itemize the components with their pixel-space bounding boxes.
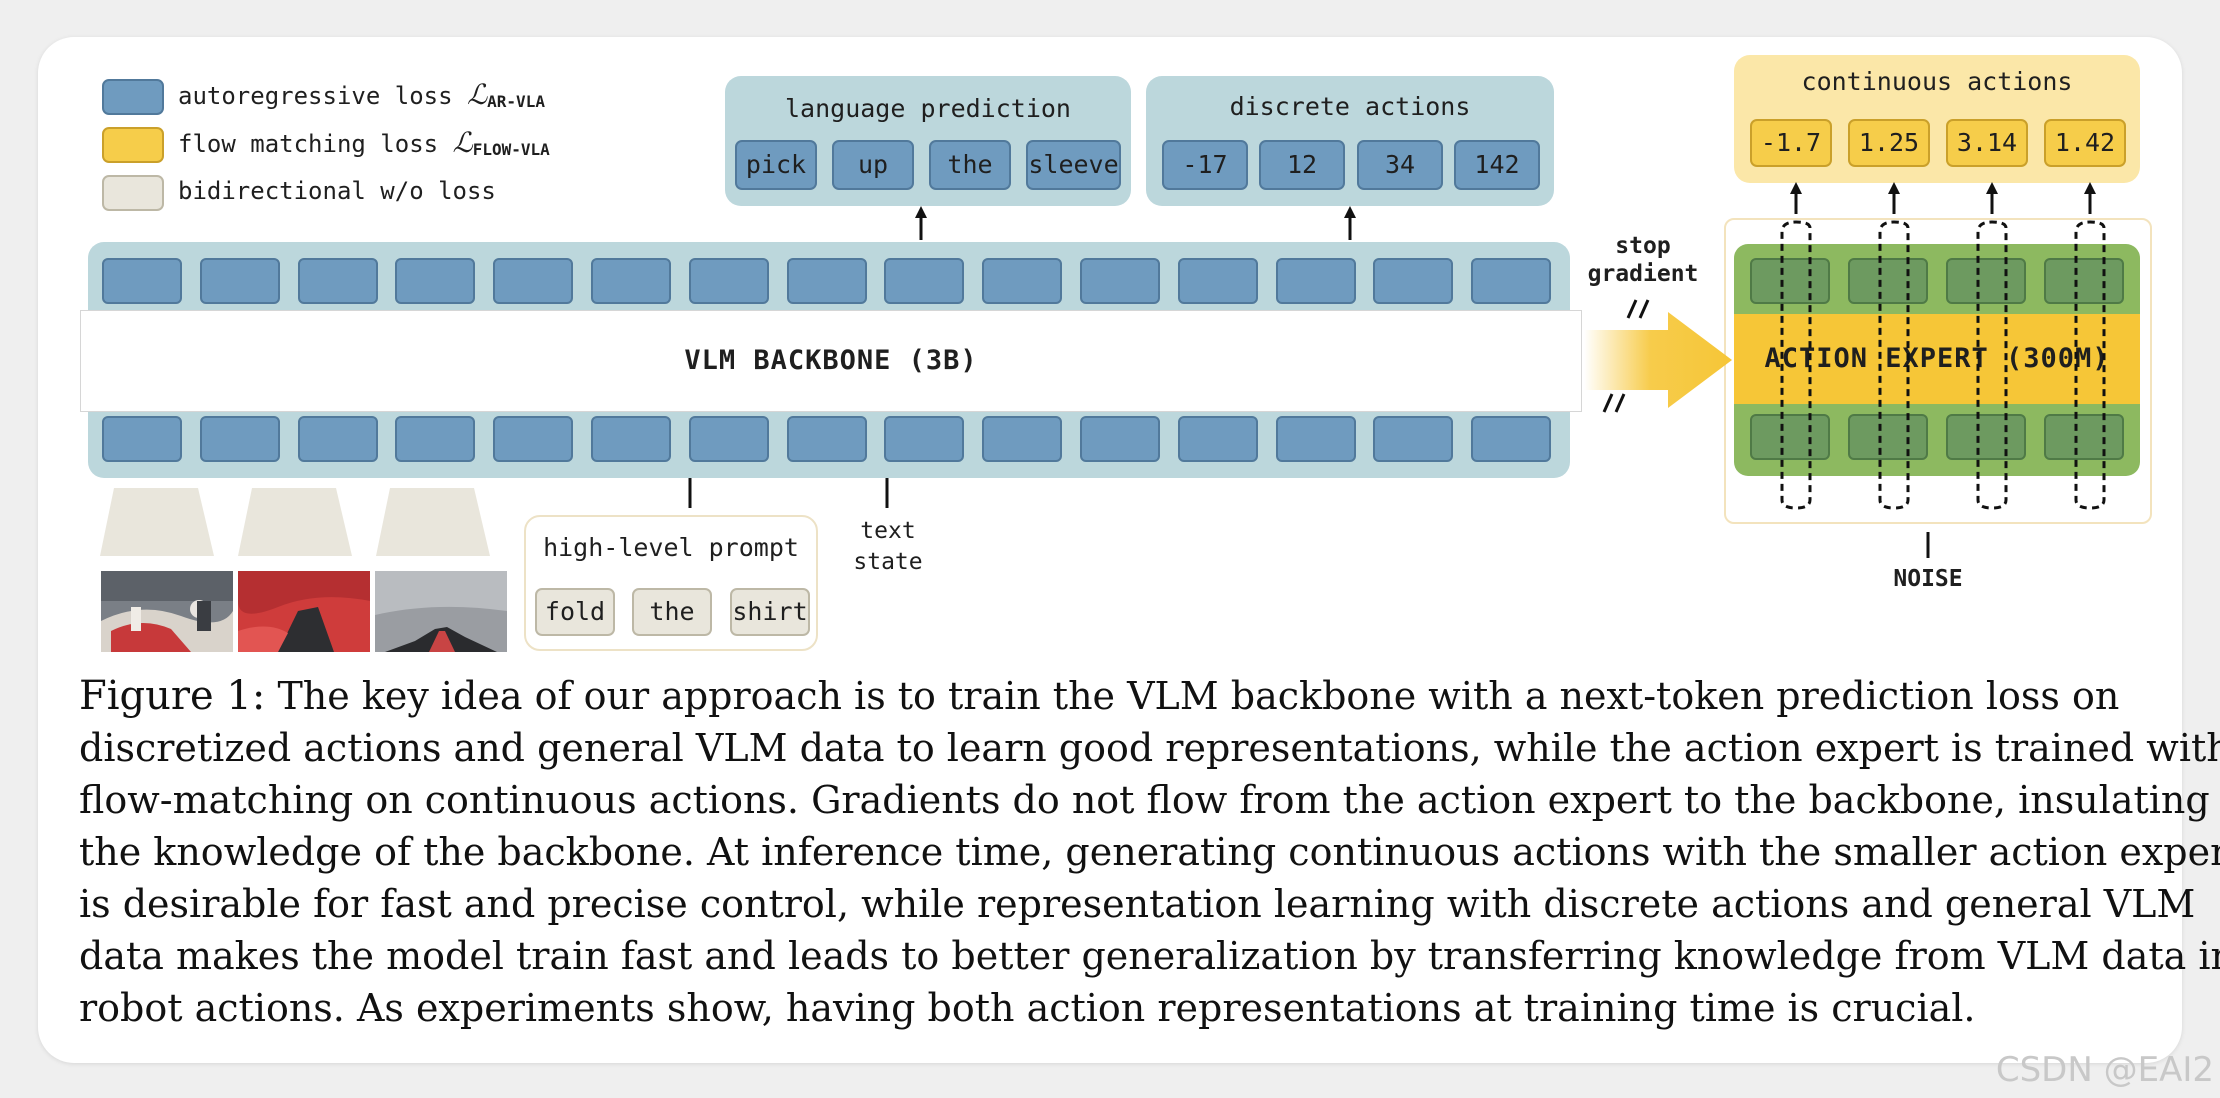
backbone-token — [688, 416, 769, 462]
image-patch-shape — [238, 488, 352, 556]
backbone-token — [493, 258, 574, 304]
image-encoder-shapes — [100, 488, 490, 556]
backbone-token — [884, 416, 965, 462]
vlm-backbone-band: VLM BACKBONE (3B) — [80, 310, 1582, 412]
legend-swatch-autoregressive — [102, 79, 164, 115]
backbone-token — [1177, 416, 1258, 462]
high-level-prompt-title: high-level prompt — [543, 533, 799, 562]
backbone-token — [1373, 416, 1454, 462]
flow-loop-dashed — [2074, 220, 2106, 510]
backbone-token — [982, 416, 1063, 462]
backbone-token — [884, 258, 965, 304]
camera-image-wrist-left — [101, 571, 233, 652]
discrete-action-token: 142 — [1454, 140, 1540, 190]
prompt-token: the — [632, 588, 712, 636]
expert-token — [1946, 414, 2026, 460]
backbone-token — [982, 258, 1063, 304]
language-token: the — [929, 140, 1011, 190]
backbone-token — [1080, 258, 1160, 304]
backbone-token — [786, 258, 867, 304]
caption-line: Figure 1: The key idea of our approach i… — [79, 673, 2120, 719]
legend-swatch-flow-matching — [102, 127, 164, 163]
prompt-token: fold — [535, 588, 615, 636]
backbone-token — [786, 416, 867, 462]
backbone-token — [1177, 258, 1258, 304]
expert-token — [1848, 258, 1928, 304]
watermark: CSDN @EAI2 — [1995, 1050, 2214, 1090]
backbone-token — [297, 416, 378, 462]
backbone-token — [199, 258, 280, 304]
stop-gradient-mark-top — [1626, 299, 1650, 319]
action-expert-band: ACTION EXPERT (300M) — [1734, 314, 2140, 404]
figure-caption: Figure 1: The key idea of our approach i… — [79, 670, 2220, 1034]
backbone-token — [1373, 258, 1454, 304]
backbone-token — [297, 258, 378, 304]
continuous-action-token: 3.14 — [1946, 119, 2028, 167]
backbone-token — [1471, 258, 1552, 304]
expert-token — [1750, 414, 1830, 460]
backbone-token — [1275, 416, 1356, 462]
continuous-action-token: 1.42 — [2044, 119, 2126, 167]
backbone-token — [102, 258, 182, 304]
flow-loop-dashed — [1780, 220, 1812, 510]
expert-token — [2044, 414, 2124, 460]
discrete-action-token: 34 — [1357, 140, 1443, 190]
caption-line: the knowledge of the backbone. At infere… — [79, 830, 2220, 874]
backbone-token — [395, 416, 476, 462]
noise-label: NOISE — [1893, 566, 1963, 592]
continuous-actions-title: continuous actions — [1801, 67, 2073, 96]
language-prediction-panel: language prediction pick up the sleeve — [725, 76, 1131, 206]
continuous-actions-panel: continuous actions -1.7 1.25 3.14 1.42 — [1734, 55, 2140, 183]
caption-line: robot actions. As experiments show, havi… — [79, 986, 1976, 1030]
backbone-token — [395, 258, 476, 304]
high-level-prompt-panel: high-level prompt fold the shirt — [524, 515, 818, 651]
caption-line: flow-matching on continuous actions. Gra… — [79, 778, 2210, 822]
backbone-token — [199, 416, 280, 462]
language-token: sleeve — [1026, 140, 1121, 190]
backbone-token — [1471, 416, 1552, 462]
language-token: up — [832, 140, 914, 190]
backbone-token — [1080, 416, 1160, 462]
continuous-action-token: -1.7 — [1750, 119, 1832, 167]
caption-line: is desirable for fast and precise contro… — [79, 882, 2196, 926]
backbone-token — [493, 416, 574, 462]
discrete-actions-title: discrete actions — [1229, 92, 1471, 121]
flow-loop-dashed — [1976, 220, 2008, 510]
prompt-token: shirt — [730, 588, 810, 636]
backbone-token — [591, 416, 671, 462]
backbone-token — [1275, 258, 1356, 304]
image-patch-shape — [100, 488, 214, 556]
camera-image-front — [238, 571, 370, 652]
expert-token — [2044, 258, 2124, 304]
discrete-actions-panel: discrete actions -17 12 34 142 — [1146, 76, 1554, 206]
backbone-token — [688, 258, 769, 304]
legend-label-flow-matching: flow matching loss ℒFLOW-VLA — [178, 126, 550, 160]
backbone-token — [591, 258, 671, 304]
continuous-action-token: 1.25 — [1848, 119, 1930, 167]
image-patch-shape — [376, 488, 490, 556]
expert-token — [1750, 258, 1830, 304]
discrete-action-token: -17 — [1162, 140, 1248, 190]
caption-label: Figure 1: — [79, 673, 266, 719]
text-state-label: text state — [853, 518, 923, 575]
expert-token — [1946, 258, 2026, 304]
backbone-token — [102, 416, 182, 462]
legend-label-bidirectional: bidirectional w/o loss — [178, 177, 496, 205]
caption-line: data makes the model train fast and lead… — [79, 934, 2220, 978]
camera-image-wrist-right — [375, 571, 507, 652]
language-token: pick — [735, 140, 817, 190]
flow-loop-dashed — [1878, 220, 1910, 510]
stop-gradient-label: stop gradient — [1587, 233, 1699, 287]
stop-gradient-mark-bottom — [1602, 393, 1626, 413]
legend-label-autoregressive: autoregressive loss ℒAR-VLA — [178, 78, 545, 112]
expert-token — [1848, 414, 1928, 460]
discrete-action-token: 12 — [1259, 140, 1345, 190]
stop-gradient-arrow — [1584, 312, 1732, 408]
language-prediction-title: language prediction — [785, 94, 1071, 123]
legend-swatch-bidirectional — [102, 175, 164, 211]
caption-line: discretized actions and general VLM data… — [79, 726, 2220, 770]
